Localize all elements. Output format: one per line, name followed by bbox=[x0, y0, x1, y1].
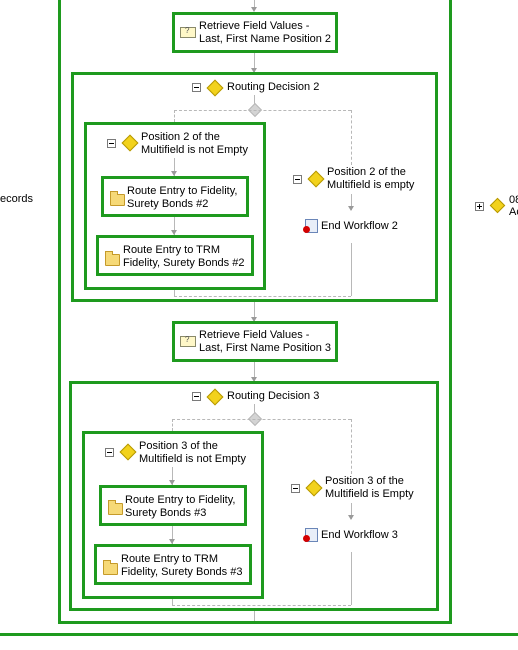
pos2-empty-line1: Position 2 of the bbox=[327, 166, 406, 178]
collapse-icon[interactable] bbox=[293, 175, 302, 184]
branch-line bbox=[351, 110, 352, 165]
route-fid2-line1: Route Entry to Fidelity, bbox=[127, 185, 238, 197]
decision-icon bbox=[489, 197, 506, 214]
branch-line bbox=[174, 110, 351, 111]
branch-line bbox=[172, 419, 173, 431]
position-3-not-empty-box[interactable] bbox=[82, 431, 264, 599]
collapse-icon[interactable] bbox=[192, 83, 201, 92]
retrieve2-line2: Last, First Name Position 2 bbox=[199, 33, 332, 45]
route-fidelity-2[interactable] bbox=[101, 176, 249, 217]
branch-line bbox=[172, 419, 351, 420]
route-fid3-line2: Surety Bonds #3 bbox=[125, 507, 207, 519]
arrow bbox=[251, 7, 257, 12]
route-trm2-line2: Fidelity, Surety Bonds #2 bbox=[123, 257, 245, 269]
arrow bbox=[251, 68, 257, 73]
connector bbox=[254, 362, 255, 382]
folder-icon bbox=[105, 251, 120, 266]
merge-line bbox=[174, 296, 351, 297]
route-trm3-line1: Route Entry to TRM bbox=[121, 553, 218, 565]
retrieve-field-values-3[interactable] bbox=[172, 321, 338, 362]
arrow bbox=[348, 206, 354, 211]
field-values-icon bbox=[180, 335, 196, 347]
route-fidelity-3[interactable] bbox=[99, 485, 247, 526]
pos3-not-empty-line2: Multifield is not Empty bbox=[139, 453, 246, 465]
pos2-empty-line2: Multifield is empty bbox=[327, 179, 415, 191]
merge-line bbox=[172, 599, 173, 605]
pos3-empty-line2: Multifield is Empty bbox=[325, 488, 414, 500]
arrow bbox=[171, 171, 177, 176]
routing2-title: Routing Decision 2 bbox=[227, 81, 320, 93]
arrow bbox=[348, 515, 354, 520]
right-edge-label-1: 08 bbox=[509, 194, 518, 206]
connector bbox=[172, 526, 173, 544]
end2-label[interactable]: End Workflow 2 bbox=[321, 220, 398, 232]
route-fid2-line2: Surety Bonds #2 bbox=[127, 198, 209, 210]
folder-icon bbox=[103, 560, 118, 575]
merge-line bbox=[172, 605, 351, 606]
connector bbox=[351, 194, 352, 210]
connector bbox=[254, 95, 255, 105]
left-edge-label: ecords bbox=[0, 193, 34, 205]
connector bbox=[254, 611, 255, 621]
folder-icon bbox=[108, 500, 123, 515]
outer-workflow-container bbox=[58, 0, 452, 624]
pos3-empty-line1: Position 3 of the bbox=[325, 475, 404, 487]
branch-line bbox=[174, 110, 175, 122]
right-edge-label-2: Ac bbox=[509, 206, 518, 218]
collapse-icon[interactable] bbox=[107, 139, 116, 148]
collapse-icon[interactable] bbox=[105, 448, 114, 457]
arrow bbox=[169, 480, 175, 485]
expand-icon[interactable] bbox=[475, 202, 484, 211]
retrieve2-line1: Retrieve Field Values - bbox=[199, 20, 310, 32]
connector bbox=[254, 404, 255, 414]
routing-decision-2-box[interactable] bbox=[71, 72, 438, 302]
connector bbox=[174, 158, 175, 176]
connector bbox=[351, 503, 352, 519]
retrieve3-line2: Last, First Name Position 3 bbox=[199, 342, 332, 354]
connector bbox=[254, 0, 255, 10]
retrieve3-line1: Retrieve Field Values - bbox=[199, 329, 310, 341]
arrow bbox=[251, 317, 257, 322]
branch-line bbox=[351, 419, 352, 474]
connector bbox=[254, 53, 255, 73]
retrieve-field-values-2[interactable] bbox=[172, 12, 338, 53]
connector bbox=[351, 243, 352, 296]
pos2-not-empty-line2: Multifield is not Empty bbox=[141, 144, 248, 156]
merge-line bbox=[174, 290, 175, 296]
field-values-icon bbox=[180, 26, 196, 38]
position-2-not-empty-box[interactable] bbox=[84, 122, 266, 290]
pos2-not-empty-line1: Position 2 of the bbox=[141, 131, 220, 143]
collapse-icon[interactable] bbox=[192, 392, 201, 401]
outer-bottom-border bbox=[0, 633, 518, 636]
end3-label[interactable]: End Workflow 3 bbox=[321, 529, 398, 541]
connector bbox=[172, 467, 173, 485]
routing3-title: Routing Decision 3 bbox=[227, 390, 320, 402]
arrow bbox=[169, 539, 175, 544]
route-trm-2[interactable] bbox=[96, 235, 254, 276]
connector bbox=[254, 302, 255, 322]
routing-decision-3-box[interactable] bbox=[69, 381, 439, 611]
route-trm-3[interactable] bbox=[94, 544, 252, 585]
folder-icon bbox=[110, 191, 125, 206]
arrow bbox=[171, 230, 177, 235]
connector bbox=[174, 217, 175, 235]
arrow bbox=[251, 377, 257, 382]
end-workflow-icon bbox=[303, 528, 318, 542]
route-trm3-line2: Fidelity, Surety Bonds #3 bbox=[121, 566, 243, 578]
route-fid3-line1: Route Entry to Fidelity, bbox=[125, 494, 236, 506]
end-workflow-icon bbox=[303, 219, 318, 233]
pos3-not-empty-line1: Position 3 of the bbox=[139, 440, 218, 452]
collapse-icon[interactable] bbox=[291, 484, 300, 493]
connector bbox=[351, 552, 352, 605]
route-trm2-line1: Route Entry to TRM bbox=[123, 244, 220, 256]
